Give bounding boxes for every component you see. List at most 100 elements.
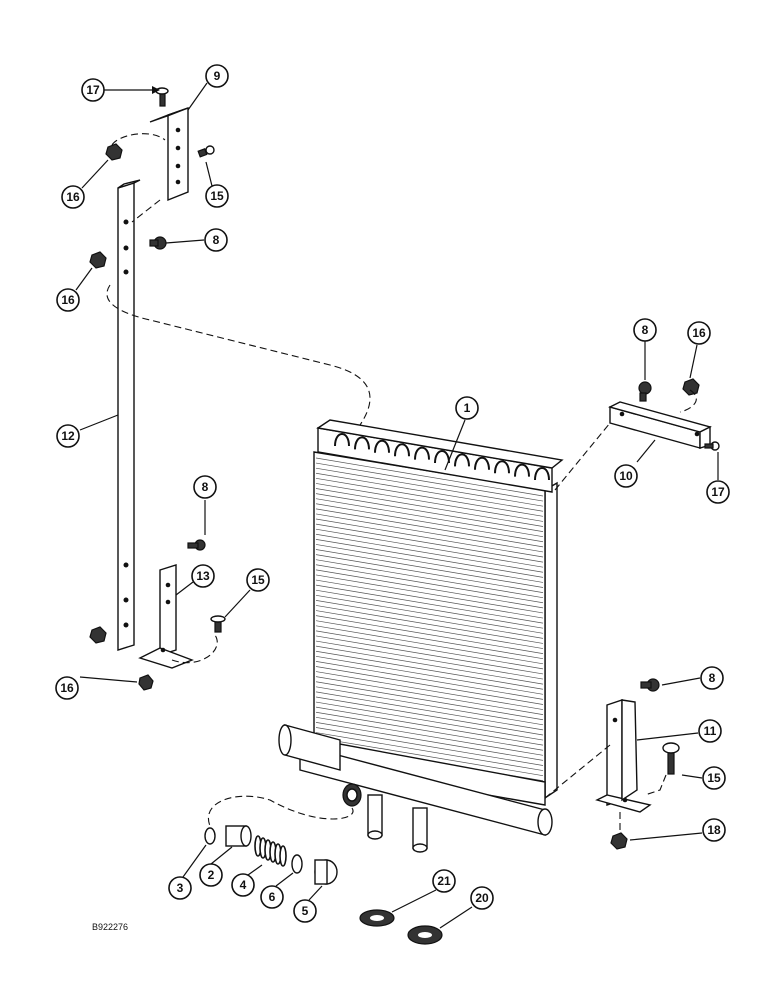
fin-line xyxy=(315,589,544,629)
svg-text:21: 21 xyxy=(437,874,451,888)
callout-17-top: 17 xyxy=(81,78,105,102)
callout-8-mid: 8 xyxy=(193,475,217,499)
fin-line xyxy=(315,467,544,507)
svg-text:16: 16 xyxy=(692,326,706,340)
callout-21: 21 xyxy=(432,869,456,893)
fin-line xyxy=(315,661,544,700)
fin-line xyxy=(315,635,544,675)
tube-bend xyxy=(454,453,470,467)
fin-line xyxy=(315,539,544,578)
fin-line xyxy=(315,549,544,588)
fin-line xyxy=(315,523,544,563)
tube-bend xyxy=(534,467,550,481)
svg-text:16: 16 xyxy=(61,293,75,307)
fin-line xyxy=(315,457,544,497)
fin-line xyxy=(315,493,544,532)
svg-text:4: 4 xyxy=(240,878,247,892)
right-top-bracket xyxy=(608,401,712,449)
svg-text:15: 15 xyxy=(707,771,721,785)
fin-line xyxy=(315,645,544,685)
fin-line xyxy=(315,615,544,654)
fin-line xyxy=(315,722,544,761)
svg-text:20: 20 xyxy=(475,891,489,905)
fin-line xyxy=(315,528,544,568)
hardware xyxy=(89,143,720,850)
right-lower-bracket xyxy=(595,699,652,813)
tube-bend xyxy=(374,439,390,453)
fin-line xyxy=(315,610,544,649)
fin-line xyxy=(315,666,544,705)
fin-line xyxy=(315,600,544,639)
valve-assembly xyxy=(204,825,443,945)
fin-line xyxy=(315,477,544,517)
callout-12: 12 xyxy=(56,424,80,448)
fin-line xyxy=(315,559,544,599)
fin-line xyxy=(315,681,544,721)
callout-16-second: 16 xyxy=(56,288,80,312)
svg-text:15: 15 xyxy=(251,573,265,587)
spring xyxy=(254,835,287,867)
callout-13: 13 xyxy=(191,564,215,588)
tube-bend xyxy=(414,446,430,460)
fin-line xyxy=(315,696,544,736)
svg-text:3: 3 xyxy=(177,881,184,895)
tube-bend xyxy=(354,436,370,450)
callout-16-top: 16 xyxy=(61,185,85,209)
fin-line xyxy=(315,513,544,553)
svg-text:2: 2 xyxy=(208,868,215,882)
svg-text:10: 10 xyxy=(619,469,633,483)
callout-15-right: 15 xyxy=(702,766,726,790)
svg-text:16: 16 xyxy=(60,681,74,695)
fin-line xyxy=(315,544,544,583)
callout-9: 9 xyxy=(205,64,229,88)
fin-line xyxy=(315,630,544,670)
radiator-core xyxy=(278,419,564,853)
callout-8-right: 8 xyxy=(633,318,657,342)
fin-line xyxy=(315,483,544,522)
svg-text:6: 6 xyxy=(269,890,276,904)
svg-text:15: 15 xyxy=(210,189,224,203)
fin-line xyxy=(315,472,544,512)
svg-text:1: 1 xyxy=(464,401,471,415)
callout-6: 6 xyxy=(260,885,284,909)
fin-line xyxy=(315,554,544,593)
fin-line xyxy=(315,625,544,665)
svg-text:17: 17 xyxy=(86,83,100,97)
callout-5: 5 xyxy=(293,899,317,923)
callout-8-right-lower: 8 xyxy=(700,666,724,690)
fin-line xyxy=(315,462,544,502)
callout-10: 10 xyxy=(614,464,638,488)
callout-11: 11 xyxy=(698,719,722,743)
callout-17-right: 17 xyxy=(706,480,730,504)
fin-line xyxy=(315,579,544,619)
callout-4: 4 xyxy=(231,873,255,897)
fin-line xyxy=(315,584,544,624)
fin-line xyxy=(315,574,544,614)
svg-text:18: 18 xyxy=(707,823,721,837)
svg-text:12: 12 xyxy=(61,429,75,443)
fin-line xyxy=(315,594,544,634)
svg-text:8: 8 xyxy=(642,323,649,337)
spring-coil xyxy=(279,845,287,867)
fin-line xyxy=(315,691,544,731)
lower-left-bracket xyxy=(138,564,194,669)
svg-text:5: 5 xyxy=(302,904,309,918)
fin-line xyxy=(315,671,544,710)
tube-bend xyxy=(494,460,510,474)
svg-text:8: 8 xyxy=(709,671,716,685)
callout-labels: 17 9 16 15 8 16 12 8 13 15 16 1 8 16 10 … xyxy=(55,64,730,923)
fin-line xyxy=(315,732,544,771)
tube-bend xyxy=(474,456,490,470)
callout-15-top: 15 xyxy=(205,184,229,208)
long-strap-bracket xyxy=(117,179,141,651)
fin-line xyxy=(315,706,544,746)
svg-text:9: 9 xyxy=(214,69,221,83)
svg-text:11: 11 xyxy=(704,724,717,738)
fin-line xyxy=(315,508,544,548)
fin-line xyxy=(315,605,544,644)
fin-line xyxy=(315,716,544,756)
svg-text:8: 8 xyxy=(202,480,209,494)
fin-line xyxy=(315,650,544,690)
fin-line xyxy=(315,727,544,766)
